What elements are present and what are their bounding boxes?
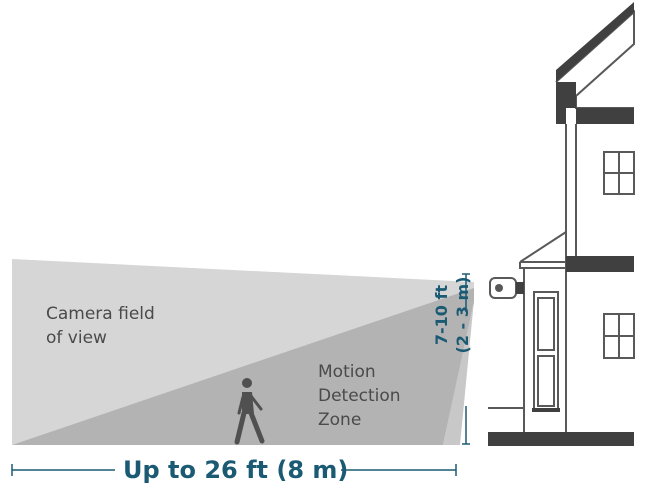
house-ground — [488, 432, 634, 446]
upper-roof-eave — [556, 82, 634, 124]
label-line: Camera field — [46, 304, 155, 324]
house — [488, 2, 635, 446]
motion-detection-zone — [12, 288, 474, 445]
distance-dimension — [11, 464, 457, 476]
upper-roof-fascia — [556, 2, 634, 82]
label-line: Motion — [318, 362, 376, 382]
porch-roof — [519, 231, 567, 263]
detection-distance-label: Up to 26 ft (8 m) — [123, 456, 349, 484]
walking-person-icon — [234, 378, 265, 445]
label-line: Zone — [318, 410, 362, 430]
motion-zone-edge — [443, 300, 474, 445]
label-line: of view — [46, 328, 107, 348]
camera-field-of-view — [12, 259, 474, 445]
floor-band — [566, 256, 634, 272]
label-line: 7-10 ft — [432, 284, 451, 346]
camera-field-of-view-label: Camera field of view — [46, 302, 155, 350]
mounting-height-label: 7-10 ft (2 - 3 m) — [432, 277, 472, 354]
motion-detection-zone-label: Motion Detection Zone — [318, 360, 401, 432]
camera-icon — [489, 277, 524, 299]
label-line: (2 - 3 m) — [453, 276, 472, 354]
label-line: Detection — [318, 386, 401, 406]
height-dimension — [462, 273, 470, 445]
